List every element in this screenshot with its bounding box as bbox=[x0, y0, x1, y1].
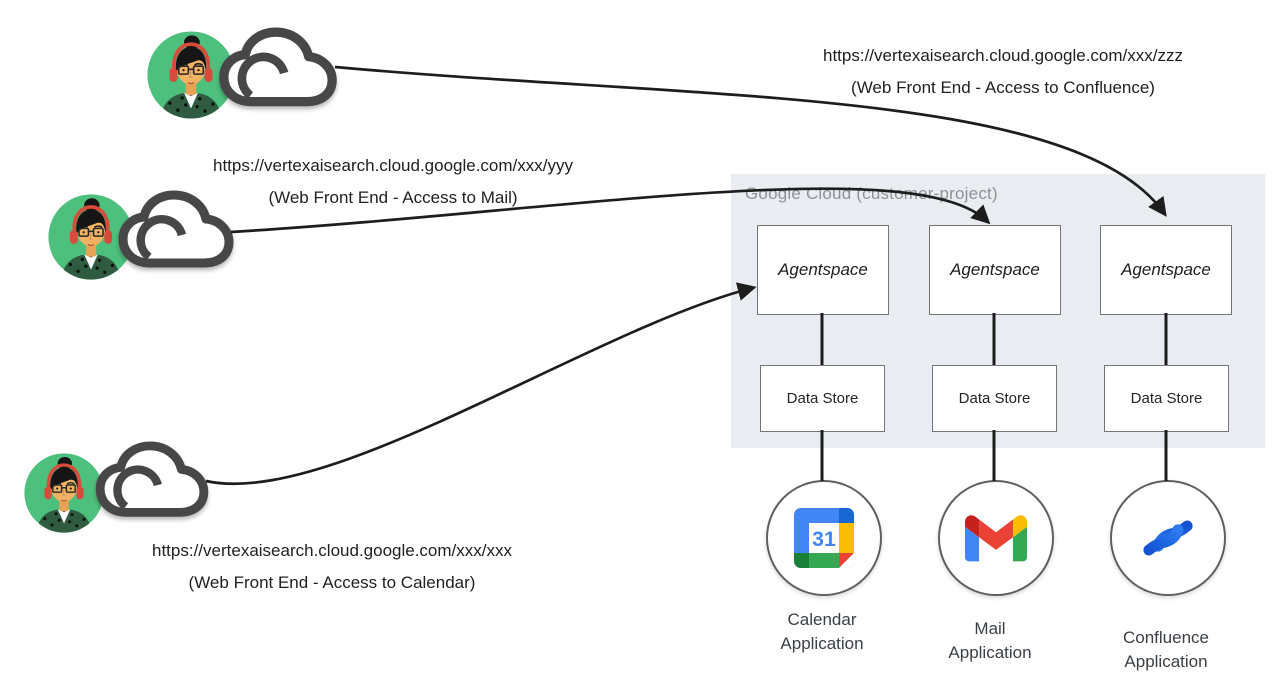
arrow-calendar-user-to-agentspace bbox=[205, 282, 757, 486]
cloud-icon bbox=[115, 189, 237, 281]
agentspace-label: Agentspace bbox=[778, 260, 868, 279]
calendar-app-circle: 31 bbox=[766, 480, 882, 596]
gmail-icon bbox=[965, 514, 1027, 561]
google-cloud-container-label: Google Cloud (customer-project) bbox=[745, 184, 998, 203]
endpoint-caption: (Web Front End - Access to Confluence) bbox=[851, 78, 1155, 97]
mail-app-circle bbox=[938, 480, 1054, 596]
datastore-box-confluence: Data Store bbox=[1104, 365, 1229, 432]
endpoint-url: https://vertexaisearch.cloud.google.com/… bbox=[152, 541, 512, 560]
endpoint-url: https://vertexaisearch.cloud.google.com/… bbox=[213, 156, 573, 175]
agentspace-box-confluence: Agentspace bbox=[1100, 225, 1232, 315]
agentspace-label: Agentspace bbox=[950, 260, 1040, 279]
cloud-icon bbox=[216, 26, 340, 120]
agentspace-box-mail: Agentspace bbox=[929, 225, 1061, 315]
confluence-icon bbox=[1143, 520, 1193, 556]
calendar-app-label: Calendar Application bbox=[780, 610, 864, 653]
confluence-app-label: Confluence Application bbox=[1122, 628, 1209, 671]
datastore-box-mail: Data Store bbox=[932, 365, 1057, 432]
endpoint-caption: (Web Front End - Access to Calendar) bbox=[188, 573, 476, 592]
confluence-endpoint-text: https://vertexaisearch.cloud.google.com/… bbox=[753, 40, 1253, 104]
confluence-app-circle bbox=[1110, 480, 1226, 596]
mail-app-label: Mail Application bbox=[948, 619, 1032, 662]
endpoint-url: https://vertexaisearch.cloud.google.com/… bbox=[823, 46, 1183, 65]
agentspace-box-calendar: Agentspace bbox=[757, 225, 889, 315]
agentspace-label: Agentspace bbox=[1121, 260, 1211, 279]
datastore-box-calendar: Data Store bbox=[760, 365, 885, 432]
calendar-endpoint-text: https://vertexaisearch.cloud.google.com/… bbox=[82, 535, 582, 599]
datastore-label: Data Store bbox=[786, 390, 859, 407]
datastore-label: Data Store bbox=[1130, 390, 1203, 407]
google-calendar-icon: 31 bbox=[794, 508, 854, 568]
calendar-day-text: 31 bbox=[812, 527, 836, 551]
cloud-icon bbox=[91, 440, 213, 530]
datastore-label: Data Store bbox=[958, 390, 1031, 407]
